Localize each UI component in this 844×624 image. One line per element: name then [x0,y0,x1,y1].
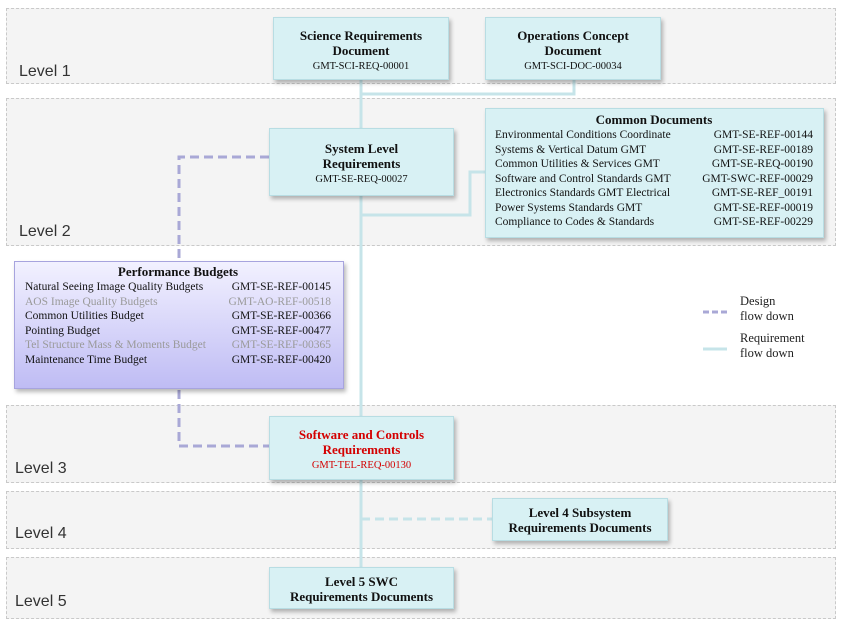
common-doc-row[interactable]: Electronics Standards GMT Electrical GMT-… [495,186,813,201]
software-title-line1: Software and Controls [298,427,425,442]
common-doc-name: Compliance to Codes & Standards [495,216,655,228]
requirement-flow-legend-label: Requirement flow down [740,331,805,361]
common-doc-name: Common Utilities & Services GMT [495,158,660,170]
budget-row[interactable]: AOS Image Quality Budgets GMT-AO-REF-0051… [25,295,331,310]
budget-id: GMT-AO-REF-00518 [228,295,331,308]
requirement-legend-line2: flow down [740,346,794,360]
science-title-line2: Document [332,43,390,58]
common-doc-name: Software and Control Standards GMT [495,172,671,185]
design-flow-system-to-budgets [177,155,269,262]
level4-title-line2: Requirements Documents [508,520,652,535]
common-doc-name: Power Systems Standards GMT [495,201,643,214]
software-controls-requirements-box[interactable]: Software and Controls Requirements GMT-T… [269,416,454,480]
common-doc-row[interactable]: Power Systems Standards GMT GMT-SE-REF-00… [495,201,813,216]
system-level-requirements-box[interactable]: System Level Requirements GMT-SE-REQ-000… [269,128,454,196]
level5-title-line2: Requirements Documents [289,589,434,604]
common-doc-name: Environmental Conditions Coordinate [495,129,671,141]
requirement-flow-science [359,80,576,96]
software-doc-code: GMT-TEL-REQ-00130 [311,460,412,471]
level-4-label: Level 4 [15,525,67,542]
common-doc-id: GMT-SE-REF-00189 [713,143,813,156]
operations-doc-code: GMT-SCI-DOC-00034 [524,61,622,72]
budget-row[interactable]: Tel Structure Mass & Moments Budget GMT-S… [25,338,331,353]
level-3-label: Level 3 [15,460,67,477]
level5-title-line1: Level 5 SWC [325,574,398,589]
level-2-label: Level 2 [19,223,71,240]
system-doc-code: GMT-SE-REQ-00027 [315,174,408,185]
budget-name: Natural Seeing Image Quality Budgets [25,281,204,293]
level-1-label: Level 1 [19,63,71,80]
common-doc-row[interactable]: Compliance to Codes & Standards GMT-SE-RE… [495,215,813,230]
budget-id: GMT-SE-REF-00145 [231,281,331,293]
budget-row[interactable]: Maintenance Time Budget GMT-SE-REF-00420 [25,353,331,368]
level-5-label: Level 5 [15,593,67,610]
budget-name: Tel Structure Mass & Moments Budget [25,339,206,351]
level4-subsystem-box[interactable]: Level 4 Subsystem Requirements Documents [492,498,668,541]
science-title-line1: Science Requirements [299,28,423,43]
science-doc-code: GMT-SCI-REQ-00001 [312,61,410,72]
requirement-flow-common [361,170,485,217]
common-doc-name: Electronics Standards GMT Electrical [495,187,671,199]
budget-name: Common Utilities Budget [25,310,144,322]
common-doc-id: GMT-SE-REF-00144 [713,129,813,141]
common-doc-id: GMT-SE-REF_00191 [711,187,813,199]
common-doc-row[interactable]: Systems & Vertical Datum GMT GMT-SE-REF-0… [495,143,813,158]
common-doc-row[interactable]: Environmental Conditions Coordinate GMT-S… [495,128,813,143]
common-doc-id: GMT-SWC-REF-00029 [702,172,813,185]
level4-title-line1: Level 4 Subsystem [528,505,632,520]
operations-concept-box[interactable]: Operations Concept Document GMT-SCI-DOC-… [485,17,661,80]
budget-name: AOS Image Quality Budgets [25,295,158,308]
requirement-legend-line1: Requirement [740,331,805,345]
budget-id: GMT-SE-REF-00477 [231,324,331,337]
budget-id: GMT-SE-REF-00365 [231,339,331,351]
operations-title-line1: Operations Concept [517,28,629,43]
common-doc-id: GMT-SE-REF-00019 [713,201,813,214]
budget-id: GMT-SE-REF-00366 [231,310,331,322]
common-doc-row[interactable]: Software and Control Standards GMT GMT-SW… [495,172,813,187]
design-flow-budgets-to-software [177,390,269,448]
level5-swc-box[interactable]: Level 5 SWC Requirements Documents [269,567,454,609]
design-legend-line2: flow down [740,309,794,323]
common-doc-name: Systems & Vertical Datum GMT [495,143,647,156]
performance-budgets-title: Performance Budgets [117,264,239,279]
design-flow-legend-swatch [703,310,727,314]
budget-row[interactable]: Natural Seeing Image Quality Budgets GMT-… [25,280,331,295]
common-documents-box[interactable]: Common Documents Environmental Condition… [485,108,824,238]
common-doc-row[interactable]: Common Utilities & Services GMT GMT-SE-RE… [495,157,813,172]
budget-row[interactable]: Common Utilities Budget GMT-SE-REF-00366 [25,309,331,324]
software-title-line2: Requirements [322,442,401,457]
science-requirements-box[interactable]: Science Requirements Document GMT-SCI-RE… [273,17,449,80]
design-legend-line1: Design [740,294,776,308]
system-title-line1: System Level [324,141,399,156]
budget-name: Maintenance Time Budget [25,353,148,366]
common-documents-title: Common Documents [595,112,713,127]
requirement-flow-legend-swatch [703,347,727,351]
budget-id: GMT-SE-REF-00420 [231,353,331,366]
performance-budgets-box[interactable]: Performance Budgets Natural Seeing Image… [14,261,344,389]
operations-title-line2: Document [544,43,602,58]
common-doc-id: GMT-SE-REF-00229 [713,216,813,228]
budget-row[interactable]: Pointing Budget GMT-SE-REF-00477 [25,324,331,339]
design-flow-legend-label: Design flow down [740,294,794,324]
budget-name: Pointing Budget [25,324,101,337]
common-doc-id: GMT-SE-REQ-00190 [711,158,813,170]
system-title-line2: Requirements [322,156,401,171]
